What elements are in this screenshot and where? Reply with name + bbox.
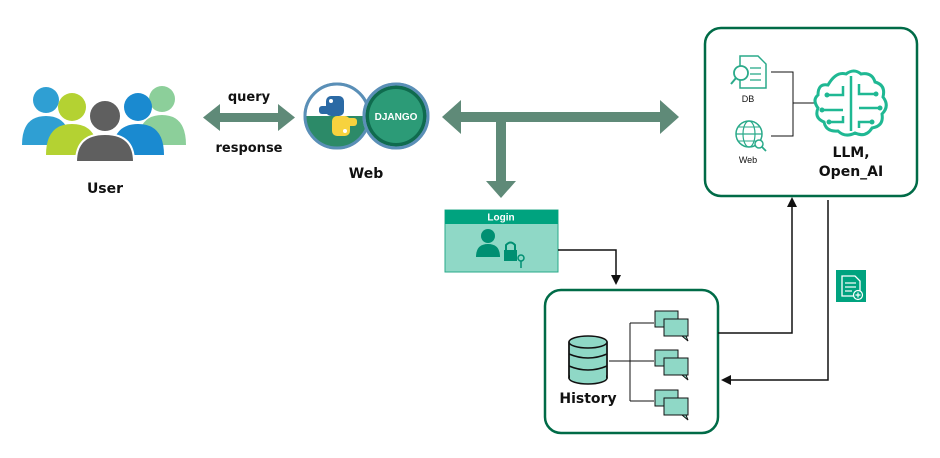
django-logo-text: DJANGO (375, 112, 418, 123)
user-label: User (87, 181, 123, 197)
chat-icon-2 (654, 349, 689, 381)
web-label: Web (349, 166, 383, 182)
user-web-double-arrow (203, 104, 295, 131)
query-label: query (228, 90, 271, 105)
web-source-label: Web (739, 155, 757, 165)
document-add-icon (836, 270, 866, 302)
history-tree-connector (609, 322, 654, 402)
database-icon (568, 335, 608, 385)
login-label: Login (487, 213, 514, 224)
llm-label-line1: LLM, (832, 145, 869, 161)
response-label: response (215, 141, 282, 156)
history-label: History (559, 391, 616, 407)
history-to-llm-connector (718, 197, 797, 334)
chat-icon-3 (654, 389, 689, 421)
user-group-icon (22, 86, 186, 163)
arrow-to-login (486, 117, 516, 198)
ai-brain-icon (813, 69, 888, 137)
login-history-connector (558, 249, 621, 285)
web-llm-double-arrow (442, 100, 679, 134)
db-search-icon (730, 55, 767, 89)
llm-label-line2: Open_AI (819, 164, 883, 180)
user-lock-icon (476, 229, 525, 268)
chat-icon-1 (654, 310, 689, 342)
web-globe-icon (735, 120, 767, 152)
python-logo-icon (303, 82, 371, 150)
llm-to-history-connector (721, 200, 829, 385)
login-box[interactable] (444, 209, 559, 273)
db-label: DB (742, 94, 755, 104)
django-logo-icon (362, 82, 430, 150)
